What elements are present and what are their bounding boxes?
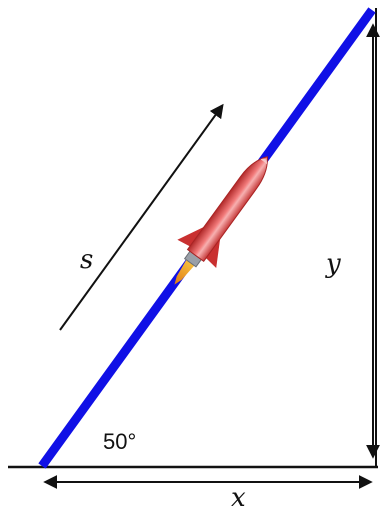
s-arrow xyxy=(59,103,224,331)
s-label: s xyxy=(80,245,93,275)
y-label: y xyxy=(325,249,341,279)
x-label: x xyxy=(231,483,246,510)
angle-label: 50° xyxy=(103,429,136,454)
rocket-icon xyxy=(174,156,268,285)
